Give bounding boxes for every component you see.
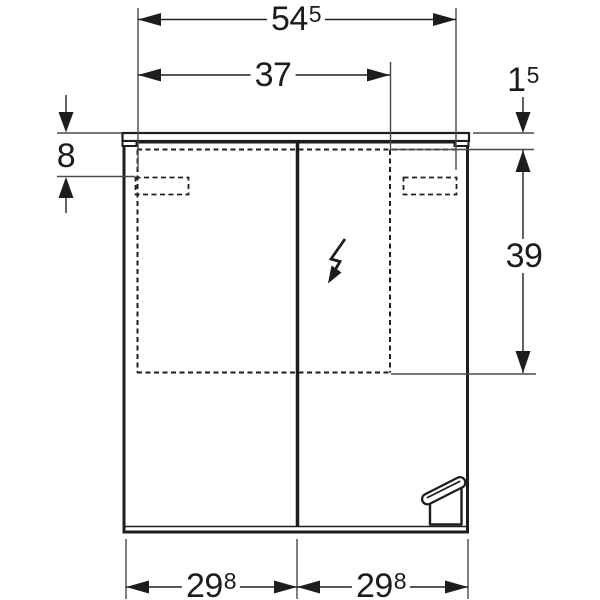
dashed-mounting-box-right: [402, 176, 458, 196]
dimension-value: 37: [254, 56, 292, 94]
dashed-mounting-box-left: [134, 176, 190, 196]
dimension-label-right-door-width: 298: [351, 567, 411, 600]
light-strip-end-cap-right: [453, 140, 470, 147]
dimension-label-recess-width: 37: [250, 56, 296, 94]
dimension-label-total-width: 545: [266, 0, 326, 38]
dimension-superscript: 8: [393, 568, 407, 594]
power-socket-icon: [421, 476, 467, 526]
arrowhead: [515, 351, 531, 373]
dimension-superscript: 5: [526, 62, 540, 88]
dimension-value: 54: [270, 0, 308, 38]
dimension-label-top-offset: 8: [54, 137, 78, 175]
dimension-superscript: 8: [223, 568, 237, 594]
dimension-value: 39: [505, 237, 543, 275]
arrowhead: [58, 177, 74, 198]
arrowhead: [274, 580, 297, 594]
dimension-superscript: 5: [308, 1, 322, 27]
arrowhead: [445, 580, 468, 594]
arrowhead: [126, 580, 149, 594]
arrowhead: [58, 112, 74, 133]
dimension-label-top-profile-height: 15: [505, 63, 541, 97]
arrowhead: [515, 112, 531, 133]
arrowhead: [367, 68, 390, 82]
arrowhead: [515, 150, 531, 172]
lightning-bolt-icon: [328, 238, 347, 284]
light-strip: [121, 131, 471, 143]
dimension-value: 29: [185, 567, 223, 600]
arrowhead: [138, 68, 161, 82]
dimension-value: 1: [507, 61, 526, 99]
light-strip-end-cap-left: [121, 140, 138, 147]
dimension-label-recess-height: 39: [501, 237, 547, 275]
dimension-value: 29: [355, 567, 393, 600]
arrowhead: [433, 13, 456, 26]
dimension-value: 8: [56, 137, 76, 175]
dimension-label-left-door-width: 298: [181, 567, 241, 600]
arrowhead: [138, 13, 161, 26]
arrowhead: [297, 580, 320, 594]
